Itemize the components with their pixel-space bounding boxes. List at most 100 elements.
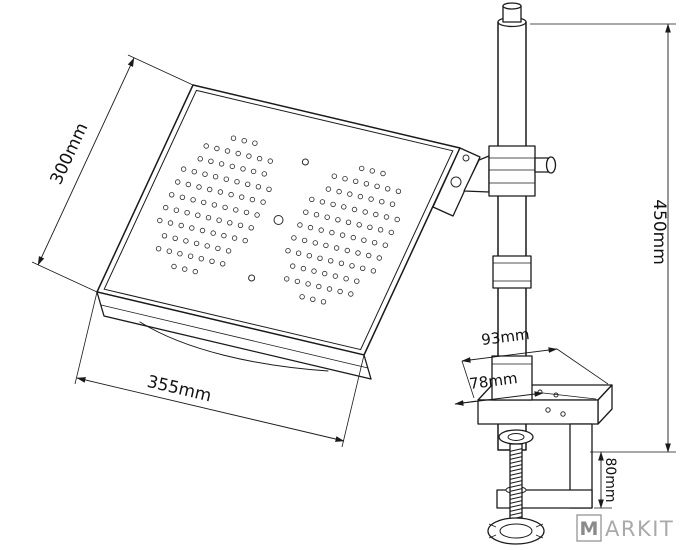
tray-vent-hole — [311, 268, 317, 274]
tray-vent-hole — [366, 252, 372, 259]
tray-vent-hole — [319, 199, 326, 205]
screw-thread-line — [509, 464, 523, 468]
dim-label-clamp-plate-width: 78mm — [468, 369, 518, 393]
screw-thread-line — [509, 508, 523, 512]
tray-vent-hole — [208, 158, 214, 164]
tray-vent-hole — [240, 166, 246, 172]
tray-vent-hole — [376, 255, 382, 261]
dimension-pole-height: 450mm — [530, 23, 676, 453]
tray-vent-hole — [202, 171, 208, 177]
tray-vent-hole — [291, 235, 297, 241]
tray-vent-hole — [382, 242, 388, 248]
clamp-screw — [487, 443, 545, 545]
tray-vent-hole — [238, 194, 245, 200]
tray-inner-edge — [103, 89, 454, 351]
tray-vent-hole — [353, 178, 359, 184]
tray-vent-hole — [350, 234, 356, 241]
tray-vent-hole — [204, 243, 210, 249]
dim-label-pole-height: 450mm — [649, 199, 669, 265]
tray-vent-hole — [166, 248, 172, 254]
tray-vent-hole — [162, 204, 169, 211]
tray-vent-hole — [357, 193, 364, 200]
tray-vent-hole — [266, 186, 272, 192]
watermark: M ARKIT — [576, 514, 674, 542]
tray-mount-hole-top — [301, 158, 309, 166]
tray-vent-hole — [343, 276, 349, 282]
tray-vent-holes — [155, 135, 402, 305]
tray-vent-hole — [380, 170, 386, 177]
tray-vent-hole — [209, 258, 215, 264]
tray-vent-hole — [256, 155, 263, 162]
tray-vent-hole — [318, 227, 324, 233]
tray-vent-hole — [330, 201, 336, 208]
tray-vent-hole — [222, 204, 228, 211]
tray-vent-hole — [248, 225, 254, 231]
tray-vent-hole — [179, 194, 186, 200]
pole-clamp-lines — [489, 157, 535, 184]
tray-front-lip — [96, 291, 372, 380]
tray-vent-hole — [290, 263, 296, 269]
screw-shaft — [509, 443, 523, 525]
tray-vent-hole — [172, 235, 178, 241]
tray-vent-hole — [339, 232, 346, 238]
tray-vent-hole — [190, 197, 196, 203]
tray-vent-hole — [233, 207, 239, 213]
tray-vent-hole — [211, 202, 218, 208]
tray-vent-hole — [377, 227, 384, 233]
dim-label-tray-depth: 300mm — [47, 120, 93, 188]
tray-vent-hole — [322, 270, 328, 277]
tray-vent-hole — [218, 161, 225, 167]
tray-vent-hole — [225, 248, 232, 254]
tray-vent-hole — [354, 278, 360, 284]
dimension-line — [461, 347, 558, 363]
screw-knob-inner — [499, 523, 533, 539]
tray-vent-hole — [228, 191, 234, 198]
tray-vent-hole — [342, 175, 348, 182]
tray-vent-hole — [301, 237, 308, 244]
tray-vent-hole — [155, 245, 162, 252]
clamp-pad — [498, 429, 534, 445]
tray-vent-hole — [214, 145, 220, 152]
tray-vent-hole — [368, 196, 374, 202]
tray-vent-hole — [326, 286, 333, 292]
screw-thread-line — [509, 456, 523, 460]
tray-vent-hole — [217, 189, 224, 195]
tray-vent-hole — [234, 178, 240, 185]
tray-vent-hole — [371, 239, 378, 246]
tray-vent-hole — [294, 278, 301, 285]
tray-vent-hole — [177, 250, 183, 257]
pole-cap-top — [502, 2, 522, 10]
tray-vent-hole — [312, 240, 318, 246]
tray-vent-hole — [363, 181, 370, 187]
watermark-text: ARKIT — [605, 517, 674, 541]
pole-clamp-bracket — [488, 145, 536, 197]
tray-vent-hole — [205, 214, 212, 221]
screw-thread-line — [509, 452, 523, 456]
tray-vent-hole — [181, 266, 188, 272]
tray-vent-hole — [303, 209, 309, 215]
dim-label-tray-width: 355mm — [145, 372, 213, 407]
tray-vent-hole — [359, 165, 365, 172]
tray-vent-hole — [183, 238, 189, 244]
tray-vent-hole — [297, 222, 303, 228]
dimension-line — [454, 391, 544, 406]
tray-vent-hole — [196, 184, 202, 190]
screw-thread-line — [509, 448, 523, 452]
tray-vent-hole — [351, 206, 358, 213]
tray-vent-hole — [307, 224, 314, 231]
tray-vent-hole — [167, 220, 174, 226]
tray-vent-hole — [309, 196, 315, 203]
tray-vent-hole — [362, 209, 368, 215]
watermark-letter: M — [580, 518, 599, 540]
tray-vent-hole — [171, 263, 177, 270]
tray-vent-hole — [299, 294, 305, 300]
tray-vent-hole — [341, 204, 347, 210]
tray-vent-hole — [227, 220, 233, 226]
tray-vent-hole — [335, 217, 341, 223]
clamp-plate-hole-3 — [545, 407, 551, 413]
tray-vent-hole — [221, 232, 227, 239]
tray-vent-hole — [195, 212, 201, 218]
clamp-plate-hole-4 — [560, 411, 566, 417]
